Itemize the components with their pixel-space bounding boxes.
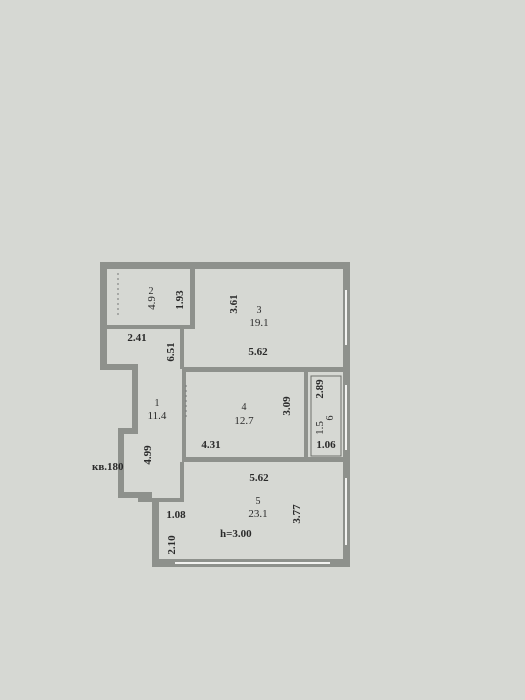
room-6-area: 1.5 <box>314 421 326 435</box>
dim-r2-width: 2.41 <box>127 332 146 344</box>
room-2-number: 2 <box>149 286 154 297</box>
dim-r3-height: 3.61 <box>228 294 240 313</box>
room-2-area: 4.9 <box>146 296 158 310</box>
dim-entry-height: 2.10 <box>166 535 178 555</box>
dim-entry-width: 1.08 <box>166 509 186 521</box>
dim-r5-height: 3.77 <box>291 504 303 524</box>
dim-corridor-width: 4.99 <box>142 445 154 465</box>
room-3-area: 19.1 <box>249 317 268 329</box>
room-1-area: 11.4 <box>148 410 167 422</box>
room-3-number: 3 <box>257 305 262 316</box>
dim-r2-height: 1.93 <box>174 290 186 310</box>
windows <box>175 290 347 564</box>
apartment-label: кв.180 <box>92 461 124 473</box>
room-5-number: 5 <box>256 496 261 507</box>
room-5-area: 23.1 <box>248 508 267 520</box>
dim-r3-width: 5.62 <box>248 346 268 358</box>
interior-walls <box>107 262 350 502</box>
dim-r4-width: 4.31 <box>201 439 220 451</box>
dim-r4-height: 3.09 <box>281 396 293 416</box>
room-4-area: 12.7 <box>234 415 254 427</box>
dim-r6-width: 1.06 <box>316 439 336 451</box>
dim-r5-width: 5.62 <box>249 472 269 484</box>
room-1-number: 1 <box>155 398 160 409</box>
room-4-number: 4 <box>242 402 247 413</box>
ceiling-height-label: h=3.00 <box>220 528 252 540</box>
dim-r6-height: 2.89 <box>314 379 326 399</box>
room-6-number: 6 <box>325 416 336 421</box>
dim-corridor-height: 6.51 <box>165 342 177 361</box>
